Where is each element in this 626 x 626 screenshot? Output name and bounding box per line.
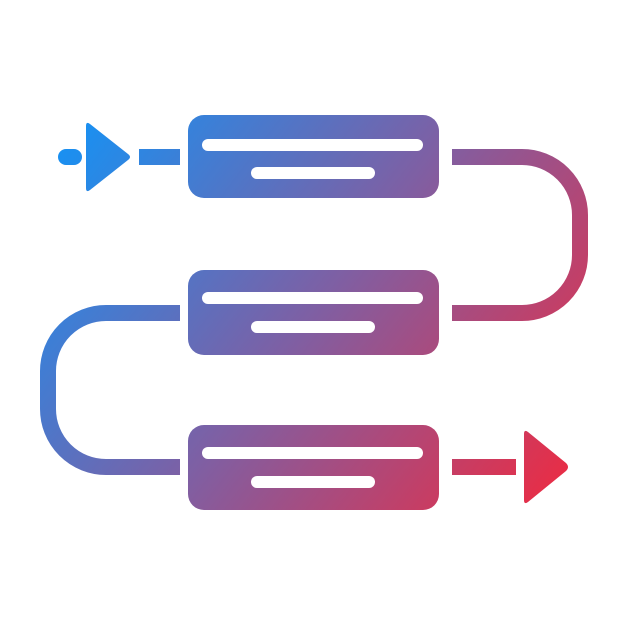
left-loop-connector xyxy=(40,305,180,475)
block-1-line-short xyxy=(251,167,375,179)
block-2-body xyxy=(188,270,439,355)
block-3-line-short xyxy=(251,476,375,488)
right-loop-connector xyxy=(452,149,588,321)
block-3-line-long xyxy=(202,447,423,459)
connectors xyxy=(40,149,588,475)
process-block-3 xyxy=(188,425,439,510)
process-block-2 xyxy=(188,270,439,355)
process-block-1 xyxy=(188,115,439,198)
start-arrow-icon xyxy=(86,122,130,192)
end-arrow-icon xyxy=(524,430,568,504)
block-1-body xyxy=(188,115,439,198)
block-2-line-short xyxy=(251,321,375,333)
block-3-body xyxy=(188,425,439,510)
block-1-line-long xyxy=(202,139,423,151)
block-2-line-long xyxy=(202,292,423,304)
